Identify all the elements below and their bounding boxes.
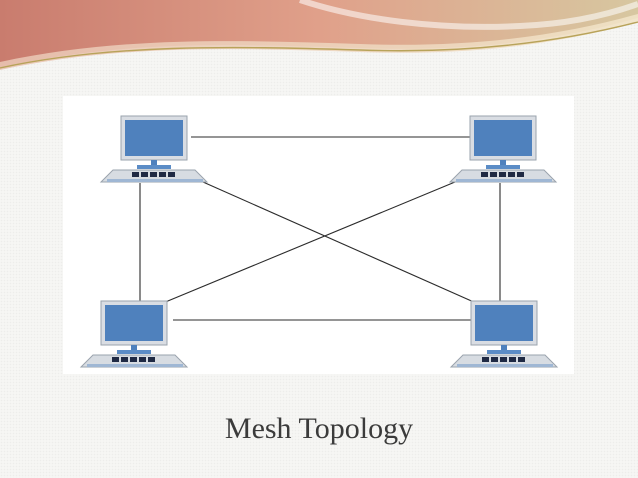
link-top-left-to-bottom-right bbox=[202, 181, 477, 304]
desktop-computer-icon bbox=[449, 115, 557, 183]
desktop-computer-icon bbox=[100, 115, 208, 183]
mesh-topology-diagram bbox=[63, 96, 574, 374]
link-top-right-to-bottom-left bbox=[162, 181, 456, 304]
computer-node-bottom-right bbox=[450, 300, 558, 368]
slide-title: Mesh Topology bbox=[224, 412, 414, 445]
mesh-network-svg bbox=[80, 115, 558, 368]
desktop-computer-icon bbox=[80, 300, 188, 368]
header-swoosh-decoration bbox=[0, 0, 638, 70]
computer-node-top-right bbox=[449, 115, 557, 183]
network-links bbox=[139, 136, 501, 321]
computer-node-top-left bbox=[100, 115, 208, 183]
computer-node-bottom-left bbox=[80, 300, 188, 368]
desktop-computer-icon bbox=[450, 300, 558, 368]
